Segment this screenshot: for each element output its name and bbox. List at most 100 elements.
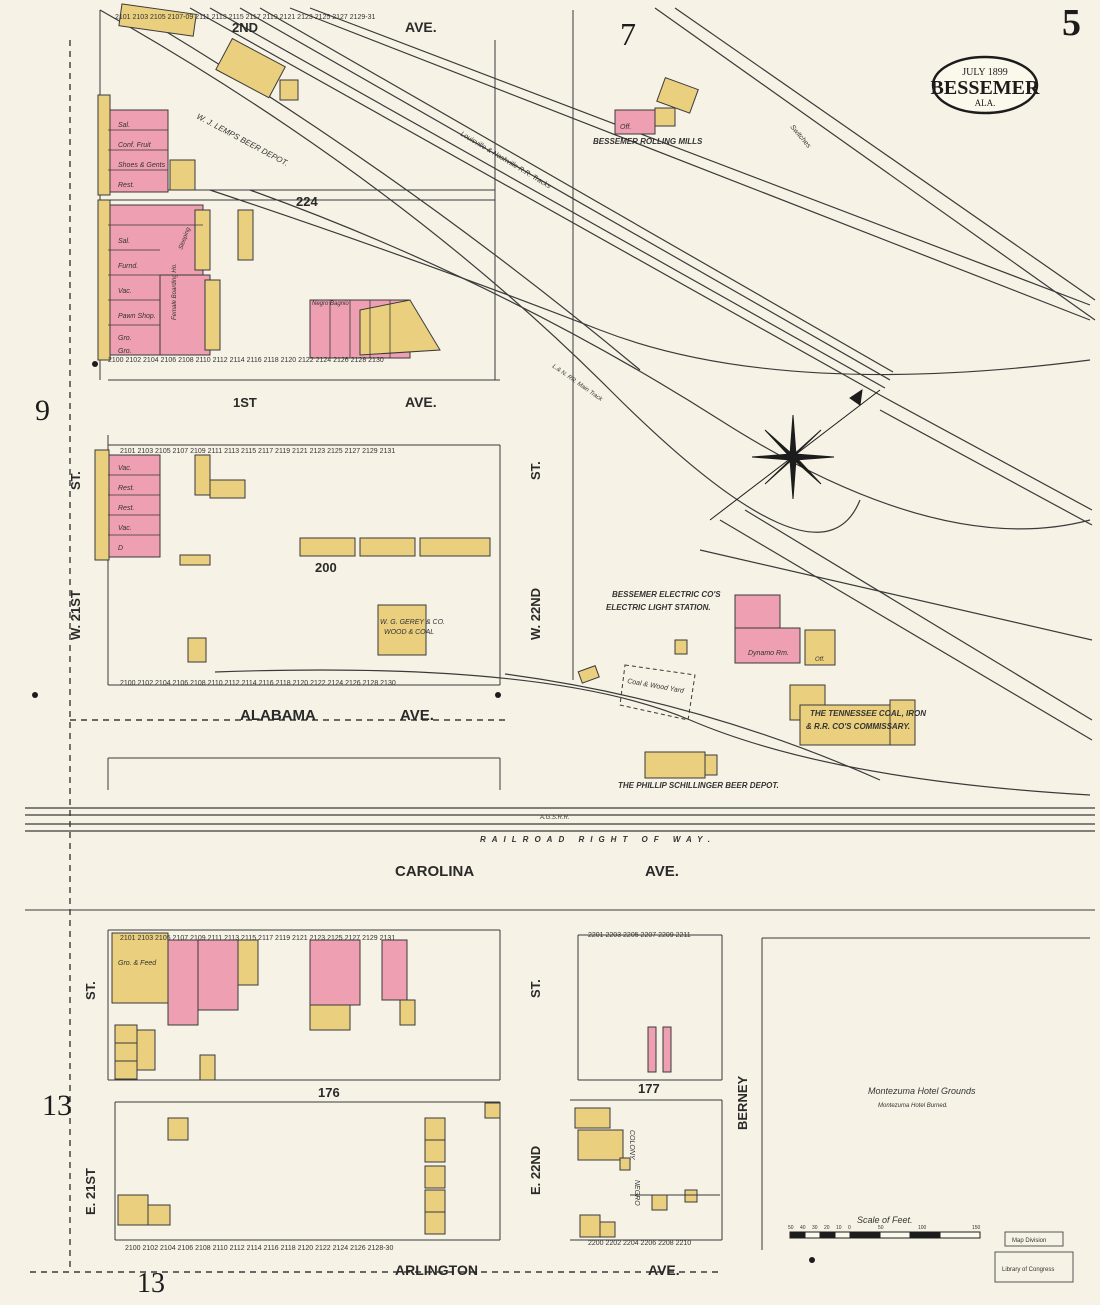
street-st-lower-mid: ST. xyxy=(528,979,543,998)
block-200: 200 xyxy=(315,560,337,575)
street-1st: 1ST xyxy=(233,395,257,410)
sheet-number: 5 xyxy=(1062,2,1081,44)
shop-label: Rest. xyxy=(118,505,134,512)
scale-bar xyxy=(789,1231,981,1239)
title-date: JULY 1899 xyxy=(962,67,1008,78)
street-2nd-ave: AVE. xyxy=(405,19,437,35)
frame-buildings xyxy=(94,3,916,1238)
street-st-lower-left: ST. xyxy=(83,981,98,1000)
label-gerey: W. G. GEREY & CO. xyxy=(380,619,445,626)
addresses-2nd-ave: 2101 2103 2105 2107-09 2111 2113 2115 21… xyxy=(115,14,376,21)
scale-tick: 20 xyxy=(824,1225,830,1231)
street-e22nd: E. 22ND xyxy=(528,1146,543,1195)
title-state: ALA. xyxy=(975,98,996,108)
label-scale: Scale of Feet. xyxy=(857,1215,913,1225)
street-carolina-ave: AVE. xyxy=(645,863,679,880)
block-224: 224 xyxy=(296,194,318,209)
adjoining-sheet-7: 7 xyxy=(620,16,636,52)
scale-tick: 50 xyxy=(878,1225,884,1231)
label-rolling-mills: BESSEMER ROLLING MILLS xyxy=(593,137,703,146)
street-w22nd: W. 22ND xyxy=(528,588,543,640)
shop-label: Pawn Shop. xyxy=(118,313,156,320)
scale-tick: 0 xyxy=(848,1225,851,1231)
sheet-limit-lines xyxy=(30,40,720,1273)
label-gro-feed: Gro. & Feed xyxy=(118,960,157,967)
addresses-carolina-south: 2101 2103 2105 2107 2109 2111 2113 2115 … xyxy=(120,935,395,942)
shop-label: Vac. xyxy=(118,465,132,472)
shop-label: Rest. xyxy=(118,485,134,492)
street-berney: BERNEY xyxy=(735,1075,750,1130)
street-arlington-ave: AVE. xyxy=(648,1262,680,1278)
shop-label: Vac. xyxy=(118,288,132,295)
label-negro-bagnio: Negro Bagnio xyxy=(312,301,349,307)
hydrant-symbols xyxy=(32,361,815,1263)
label-montezuma-burned: Montezuma Hotel Burned. xyxy=(878,1103,948,1109)
title-cartouche xyxy=(931,55,1039,115)
shop-label: Gro. xyxy=(118,335,132,342)
label-electric-station: ELECTRIC LIGHT STATION. xyxy=(606,603,711,612)
shop-label: Conf. Fruit xyxy=(118,142,152,149)
shop-dividers xyxy=(108,129,391,536)
street-carolina: CAROLINA xyxy=(395,863,474,880)
shop-label-group: Sal. Conf. Fruit Shoes & Gents Rest. Sal… xyxy=(118,122,166,552)
street-1st-ave: AVE. xyxy=(405,394,437,410)
addresses-arlington-north: 2100 2102 2104 2106 2108 2110 2112 2114 … xyxy=(125,1245,393,1252)
addresses-alabama-north: 2100 2102 2104 2106 2108 2110 2112 2114 … xyxy=(120,680,396,687)
railroad-tracks xyxy=(25,7,1096,832)
street-alabama-ave: AVE. xyxy=(400,707,434,724)
street-st-mid: ST. xyxy=(528,461,543,480)
shop-label: Sal. xyxy=(118,122,130,129)
label-schillinger: THE PHILLIP SCHILLINGER BEER DEPOT. xyxy=(618,781,779,790)
addresses-1st-ave-north: 2100 2102 2104 2106 2108 2110 2112 2114 … xyxy=(108,357,384,364)
shop-label: Gro. xyxy=(118,348,132,355)
addresses-1st-ave-south: 2101 2103 2105 2107 2109 2111 2113 2115 … xyxy=(120,448,395,455)
label-map-division: Map Division xyxy=(1012,1238,1046,1244)
street-st-top: ST. xyxy=(68,471,83,490)
scale-tick: 10 xyxy=(836,1225,842,1231)
label-tcc-line1: THE TENNESSEE COAL, IRON xyxy=(810,709,926,718)
adjoining-sheet-9: 9 xyxy=(35,394,50,427)
title-city: BESSEMER xyxy=(931,77,1040,99)
street-w21st: W. 21ST xyxy=(68,590,83,640)
block-177: 177 xyxy=(638,1081,660,1096)
addresses-e22-block: 2201 2203 2205 2207 2209 2211 xyxy=(588,932,691,939)
label-female-boarding: Female Boarding Ho. xyxy=(172,263,178,320)
shop-label: Sal. xyxy=(118,238,130,245)
scale-tick: 30 xyxy=(812,1225,818,1231)
label-library-of-congress: Library of Congress xyxy=(1002,1267,1054,1273)
shop-label: D xyxy=(118,545,123,552)
block-176: 176 xyxy=(318,1085,340,1100)
label-dynamo: Dynamo Rm. xyxy=(748,650,789,657)
scale-tick: 50 xyxy=(788,1225,794,1231)
coal-yard-outline xyxy=(619,664,696,721)
street-alabama: ALABAMA xyxy=(240,707,316,724)
scale-tick: 100 xyxy=(918,1225,927,1231)
north-arrow-icon xyxy=(709,388,881,521)
label-electric-co: BESSEMER ELECTRIC CO'S xyxy=(612,590,721,599)
label-rolling-off: Off. xyxy=(620,124,631,131)
shop-label: Rest. xyxy=(118,182,134,189)
label-negro: NEGRO xyxy=(633,1180,640,1206)
label-wood-coal: WOOD & COAL xyxy=(384,629,434,636)
label-montezuma: Montezuma Hotel Grounds xyxy=(868,1086,976,1096)
addresses-e22-arlington: 2200 2202 2204 2206 2208 2210 xyxy=(588,1240,691,1247)
shop-label: Furnd. xyxy=(118,263,138,270)
shop-label: Vac. xyxy=(118,525,132,532)
street-2nd: 2ND xyxy=(232,20,258,35)
adjoining-sheet-13-bottom: 13 xyxy=(137,1268,165,1299)
scale-tick: 40 xyxy=(800,1225,806,1231)
scale-tick: 150 xyxy=(972,1225,981,1231)
label-agsrr: A.G.S.R.R. xyxy=(539,815,570,821)
shop-label: Shoes & Gents xyxy=(118,162,166,169)
label-colony: COLONY. xyxy=(628,1130,635,1161)
adjoining-sheet-13-left: 13 xyxy=(42,1089,72,1122)
label-dynamo-off: Off. xyxy=(815,657,825,663)
scale-ticks: 50 40 30 20 10 0 50 100 150 xyxy=(788,1225,981,1231)
library-stamp xyxy=(994,1231,1074,1283)
street-e21st: E. 21ST xyxy=(83,1168,98,1215)
label-tcc-line2: & R.R. CO'S COMMISSARY. xyxy=(806,722,910,731)
label-railroad-row: RAILROAD RIGHT OF WAY. xyxy=(480,835,716,844)
street-arlington: ARLINGTON xyxy=(395,1262,478,1278)
